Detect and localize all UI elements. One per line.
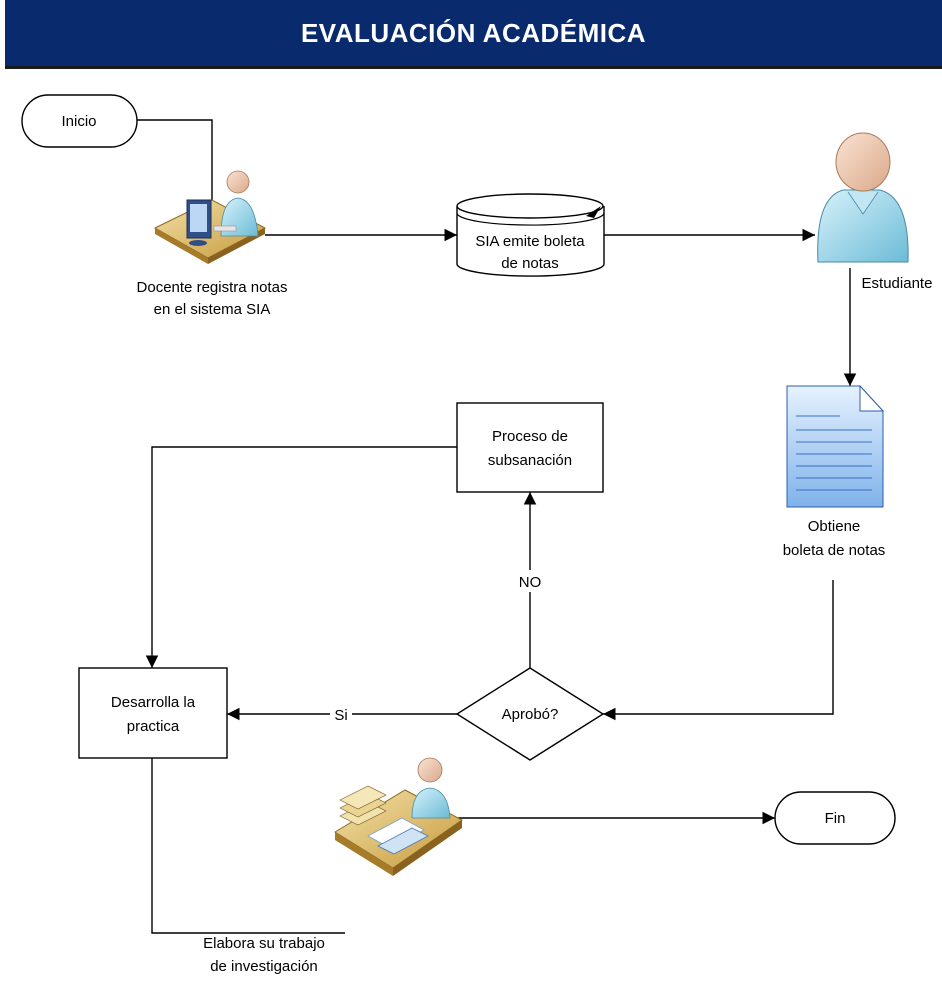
diagram-title-bar: EVALUACIÓN ACADÉMICA [5, 0, 942, 69]
edge-inicio-docente [137, 119, 219, 215]
end-node-label: Fin [825, 810, 846, 827]
teacher-computer-icon [153, 170, 267, 264]
edge-label-no: NO [519, 574, 542, 591]
end-node: Fin [774, 791, 896, 845]
start-node-label: Inicio [61, 113, 96, 130]
sia-label-line1: SIA emite boleta [475, 233, 585, 250]
boleta-label-line2: boleta de notas [783, 542, 886, 559]
diagram-title: EVALUACIÓN ACADÉMICA [300, 17, 647, 48]
investigacion-label-line2: de investigación [210, 958, 318, 975]
database-icon: SIA emite boleta de notas [456, 193, 605, 277]
desk-worker-icon [334, 757, 463, 876]
investigacion-label-line1: Elabora su trabajo [203, 935, 325, 952]
subsanacion-process-box: Proceso de subsanación [456, 402, 604, 493]
edge-practica-investigacion [151, 758, 345, 934]
sia-label-line2: de notas [501, 255, 559, 272]
subsanacion-label-line1: Proceso de [492, 428, 568, 445]
edge-label-si: Si [334, 707, 347, 724]
estudiante-label: Estudiante [862, 275, 933, 292]
edge-boleta-aprobo [603, 580, 834, 721]
boleta-label-line1: Obtiene [808, 518, 861, 535]
document-icon [786, 384, 885, 508]
aprobo-decision: Aprobó? [455, 667, 605, 761]
practica-label-line1: Desarrolla la [111, 694, 196, 711]
practica-label-line2: practica [127, 718, 180, 735]
user-icon [817, 132, 909, 263]
practica-process-box: Desarrolla la practica [78, 667, 228, 759]
subsanacion-label-line2: subsanación [488, 452, 572, 469]
docente-label-line1: Docente registra notas [137, 279, 288, 296]
docente-label-line2: en el sistema SIA [154, 301, 271, 318]
edge-subsanacion-practica [145, 446, 457, 668]
aprobo-label: Aprobó? [502, 706, 559, 723]
start-node: Inicio [21, 94, 138, 148]
